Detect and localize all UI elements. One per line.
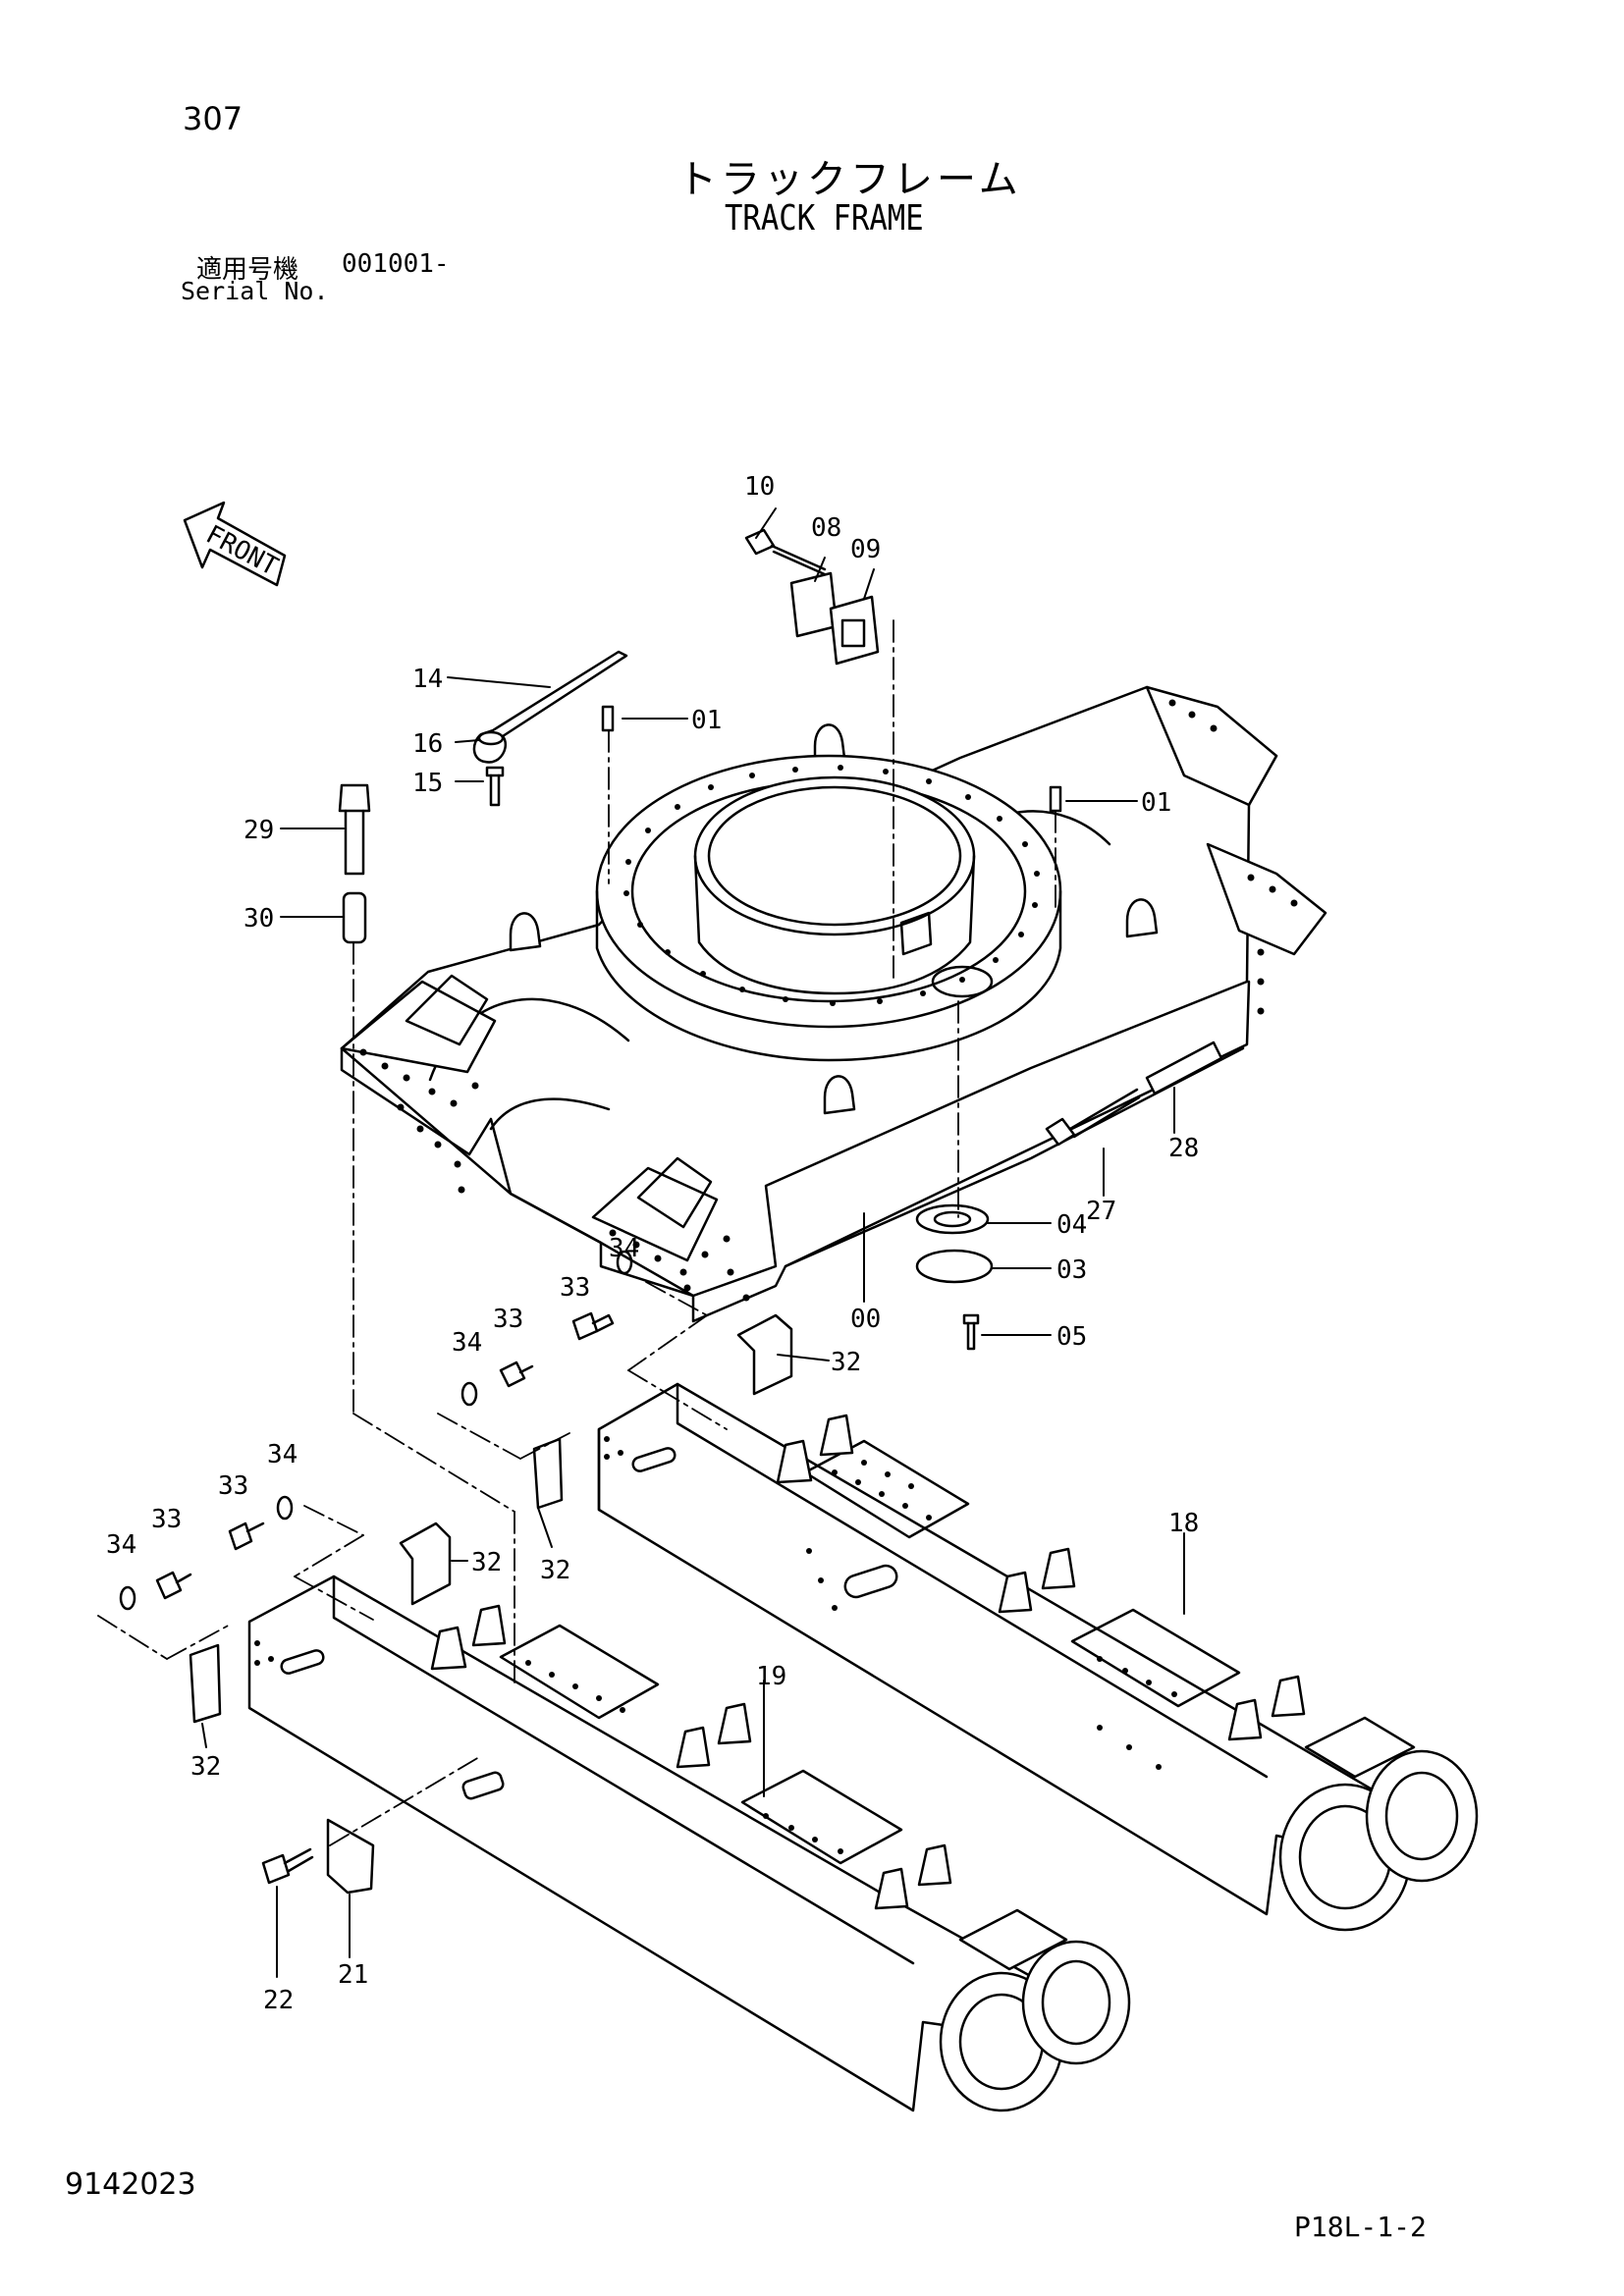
front-direction-arrow: FRONT [183,501,287,587]
callout-05: 05 [1056,1322,1087,1352]
serial-value: 001001- [342,249,450,279]
callout-33-left-upper: 33 [218,1471,248,1501]
left-frame-bolt-holes [254,1640,843,1854]
leader-lines [201,507,1185,1978]
callout-34-center-upper: 34 [609,1234,639,1263]
callout-32-upper-left: 32 [540,1556,570,1585]
front-arrow-label: FRONT [201,520,283,582]
swing-ring-bolt-holes [623,765,1040,1006]
callout-16: 16 [412,729,443,759]
callout-01-left: 01 [691,706,722,735]
callout-33-center-upper: 33 [560,1273,590,1303]
right-track-frame [597,1382,1479,1932]
left-track-frame [247,1575,1131,2112]
center-frame [340,685,1327,1323]
page-title-japanese: トラックフレーム [677,157,1022,202]
callout-00: 00 [850,1305,881,1334]
callout-04: 04 [1056,1210,1087,1240]
page-number: 307 [183,100,244,137]
callout-01-right: 01 [1141,788,1171,818]
callout-32-lower-right: 32 [471,1548,502,1577]
callout-14: 14 [412,665,443,694]
page-title-english: TRACK FRAME [725,198,924,239]
callout-30: 30 [244,904,274,934]
serial-label-english: Serial No. [181,277,329,305]
callout-21: 21 [338,1960,368,1990]
callout-27: 27 [1086,1197,1116,1226]
callout-28: 28 [1168,1134,1199,1163]
document-number: 9142023 [65,2167,196,2202]
callout-18: 18 [1168,1509,1199,1538]
right-frame-bolt-holes [604,1436,1177,1770]
reference-code: P18L-1-2 [1294,2211,1427,2243]
flange-bolt-holes [359,699,1298,1302]
callout-08: 08 [811,513,841,543]
callout-34-center-lower: 34 [452,1328,482,1358]
callout-labels: 10 08 09 14 16 15 01 01 29 30 27 28 04 0… [106,472,1199,2015]
serial-label-japanese: 適用号機 [196,255,299,285]
callout-10: 10 [744,472,775,502]
callout-32-lower-left: 32 [190,1752,221,1782]
callout-15: 15 [412,769,443,798]
callout-33-left-lower: 33 [151,1505,182,1534]
callout-34-left-lower: 34 [106,1530,136,1560]
callout-32-upper-right: 32 [831,1348,861,1377]
dash-dot-guide-lines [97,619,1056,1846]
callout-19: 19 [756,1662,786,1691]
callout-33-center-lower: 33 [493,1305,523,1334]
callout-09: 09 [850,535,881,564]
callout-03: 03 [1056,1255,1087,1285]
callout-29: 29 [244,816,274,845]
callout-34-left-upper: 34 [267,1440,298,1469]
callout-22: 22 [263,1986,294,2015]
